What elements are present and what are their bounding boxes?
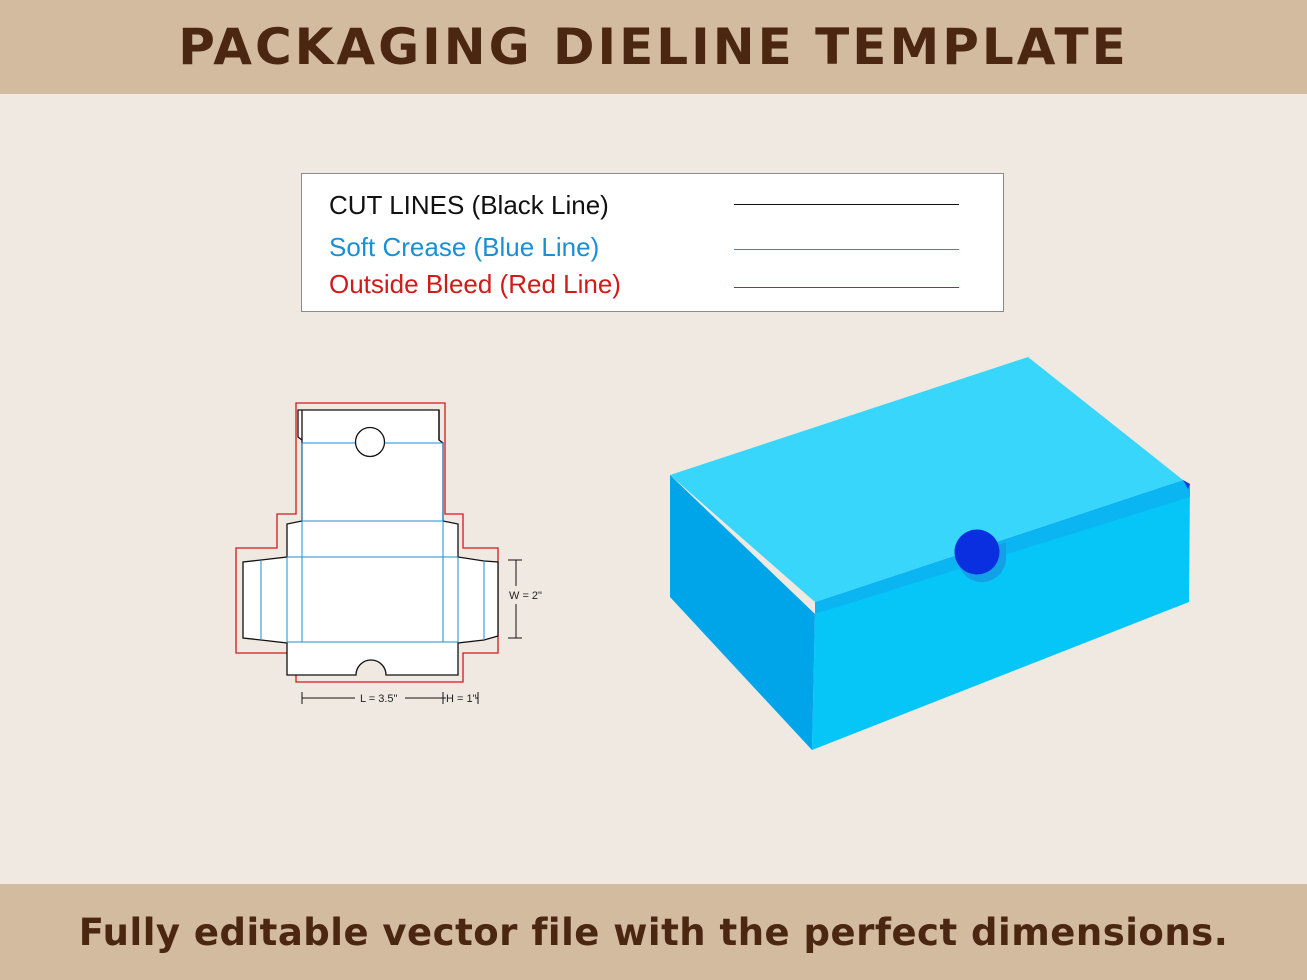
footer-banner: Fully editable vector file with the perf… xyxy=(0,884,1307,980)
box-mockup xyxy=(670,357,1190,750)
dim-width-label: W = 2" xyxy=(509,590,542,602)
dieline-diagram: W = 2" L = 3.5" H = 1" xyxy=(235,402,542,705)
footer-tagline: Fully editable vector file with the perf… xyxy=(78,910,1229,954)
dieline-thumb-hole xyxy=(354,426,386,458)
box-corner-accent xyxy=(1183,480,1190,489)
legend-swatch-crease xyxy=(734,249,959,250)
page-title: PACKAGING DIELINE TEMPLATE xyxy=(178,18,1129,76)
legend-label-bleed: Outside Bleed (Red Line) xyxy=(329,269,621,299)
legend-swatch-cut xyxy=(734,204,959,205)
box-front-face xyxy=(812,484,1190,750)
dim-length-label: L = 3.5" xyxy=(360,693,398,705)
legend-label-cut: CUT LINES (Black Line) xyxy=(329,190,609,220)
box-closure-button xyxy=(954,529,1000,575)
line-legend: CUT LINES (Black Line) Soft Crease (Blue… xyxy=(301,173,1004,312)
dim-length-height xyxy=(301,692,479,704)
dieline-top-flap-cut xyxy=(301,410,440,440)
dieline-cut-outline xyxy=(242,409,499,676)
dim-height-label: H = 1" xyxy=(446,693,477,705)
legend-row-cut: CUT LINES (Black Line) xyxy=(329,188,989,222)
dieline-bleed-outline xyxy=(235,402,499,683)
legend-swatch-bleed xyxy=(734,287,959,288)
header-banner: PACKAGING DIELINE TEMPLATE xyxy=(0,0,1307,94)
legend-row-crease: Soft Crease (Blue Line) xyxy=(329,230,989,264)
dim-width xyxy=(508,559,522,639)
box-top-face xyxy=(670,357,1183,602)
legend-row-bleed: Outside Bleed (Red Line) xyxy=(329,267,989,301)
box-left-face xyxy=(670,475,815,750)
legend-label-crease: Soft Crease (Blue Line) xyxy=(329,232,600,262)
